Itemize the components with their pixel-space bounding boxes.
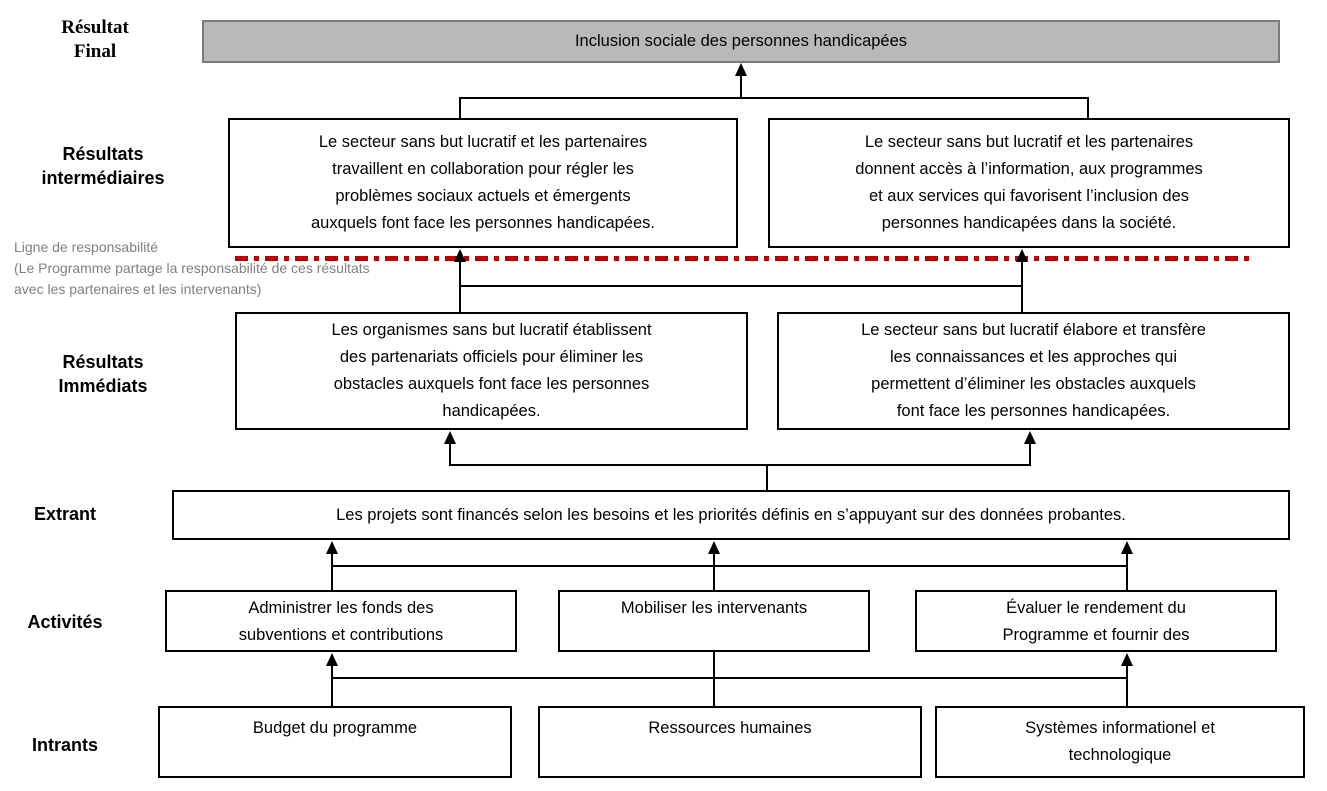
arrow-to-immediate-left bbox=[444, 431, 456, 444]
connector-line bbox=[331, 665, 333, 706]
input-middle-box: Ressources humaines bbox=[538, 706, 922, 778]
activity-left-box: Administrer les fonds des subventions et… bbox=[165, 590, 517, 652]
arrow-to-output-middle bbox=[708, 541, 720, 554]
connector-line bbox=[766, 464, 768, 490]
connector-line bbox=[740, 75, 742, 98]
accountability-line-note: Ligne de responsabilité (Le Programme pa… bbox=[14, 239, 370, 297]
arrow-to-activity-left bbox=[326, 653, 338, 666]
connector-line bbox=[449, 443, 451, 465]
immediate-result-right-box: Le secteur sans but lucratif élabore et … bbox=[777, 312, 1290, 430]
connector-line bbox=[1029, 443, 1031, 465]
connector-line bbox=[1087, 97, 1089, 118]
connector-line bbox=[713, 553, 715, 590]
arrow-to-activity-right bbox=[1121, 653, 1133, 666]
row-label-activities: Activités bbox=[27, 612, 103, 632]
activity-right-box: Évaluer le rendement du Programme et fou… bbox=[915, 590, 1277, 652]
row-label-inputs: Intrants bbox=[31, 735, 98, 755]
intermediate-result-left-box: Le secteur sans but lucratif et les part… bbox=[228, 118, 738, 248]
row-label-final-result: Résultat Final bbox=[61, 17, 129, 62]
arrow-to-output-left bbox=[326, 541, 338, 554]
arrow-to-output-right bbox=[1121, 541, 1133, 554]
arrow-to-immediate-right bbox=[1024, 431, 1036, 444]
connector-line bbox=[459, 285, 1023, 287]
connector-line bbox=[1126, 553, 1128, 590]
output-box: Les projets sont financés selon les beso… bbox=[172, 490, 1290, 540]
responsibility-divider-line bbox=[235, 256, 1255, 261]
connector-line bbox=[331, 553, 333, 590]
connector-line bbox=[459, 97, 1089, 99]
immediate-result-left-box: Les organismes sans but lucratif établis… bbox=[235, 312, 748, 430]
input-right-box: Systèmes informationel et technologique bbox=[935, 706, 1305, 778]
arrow-to-final-result bbox=[735, 63, 747, 76]
row-label-immediate-results: Résultats Immédiats bbox=[58, 352, 148, 396]
connector-line bbox=[1126, 665, 1128, 706]
connector-line-middle bbox=[713, 652, 715, 706]
final-result-box: Inclusion sociale des personnes handicap… bbox=[202, 20, 1280, 63]
input-left-box: Budget du programme bbox=[158, 706, 512, 778]
arrow-to-intermediate-left bbox=[454, 249, 466, 262]
activity-middle-box: Mobiliser les intervenants bbox=[558, 590, 870, 652]
intermediate-result-right-box: Le secteur sans but lucratif et les part… bbox=[768, 118, 1290, 248]
connector-line bbox=[331, 565, 1128, 567]
arrow-to-intermediate-right bbox=[1016, 249, 1028, 262]
row-label-intermediate-results: Résultats intermédiaires bbox=[41, 144, 165, 188]
connector-line bbox=[449, 464, 1031, 466]
connector-line bbox=[459, 97, 461, 118]
row-label-output: Extrant bbox=[33, 504, 96, 524]
connector-line bbox=[331, 677, 1128, 679]
